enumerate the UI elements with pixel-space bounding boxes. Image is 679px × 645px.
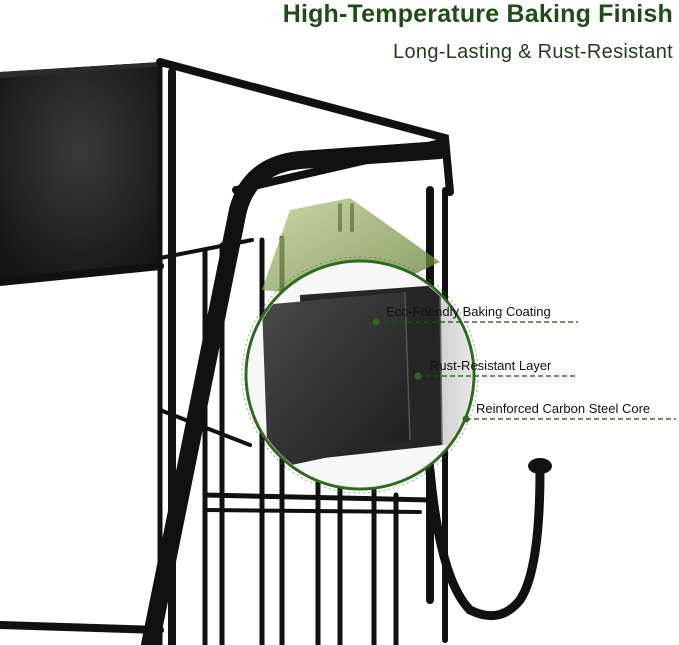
green-dot-icon [372, 318, 380, 326]
green-dot-icon [462, 415, 470, 423]
heading-subtitle: Long-Lasting & Rust-Resistant [393, 41, 673, 63]
heading-title: High-Temperature Baking Finish [282, 0, 673, 28]
callout-leaders [372, 318, 676, 423]
callout-steel-core: Reinforced Carbon Steel Core [476, 401, 651, 416]
green-dot-icon [414, 372, 422, 380]
coating-layer [262, 292, 410, 470]
callout-coating: Eco-Friendly Baking Coating [386, 304, 551, 319]
side-hook [425, 458, 552, 621]
callout-rust-layer: Rust-Resistant Layer [430, 358, 552, 373]
back-panel [0, 62, 165, 282]
magnifier-lens [241, 256, 479, 494]
